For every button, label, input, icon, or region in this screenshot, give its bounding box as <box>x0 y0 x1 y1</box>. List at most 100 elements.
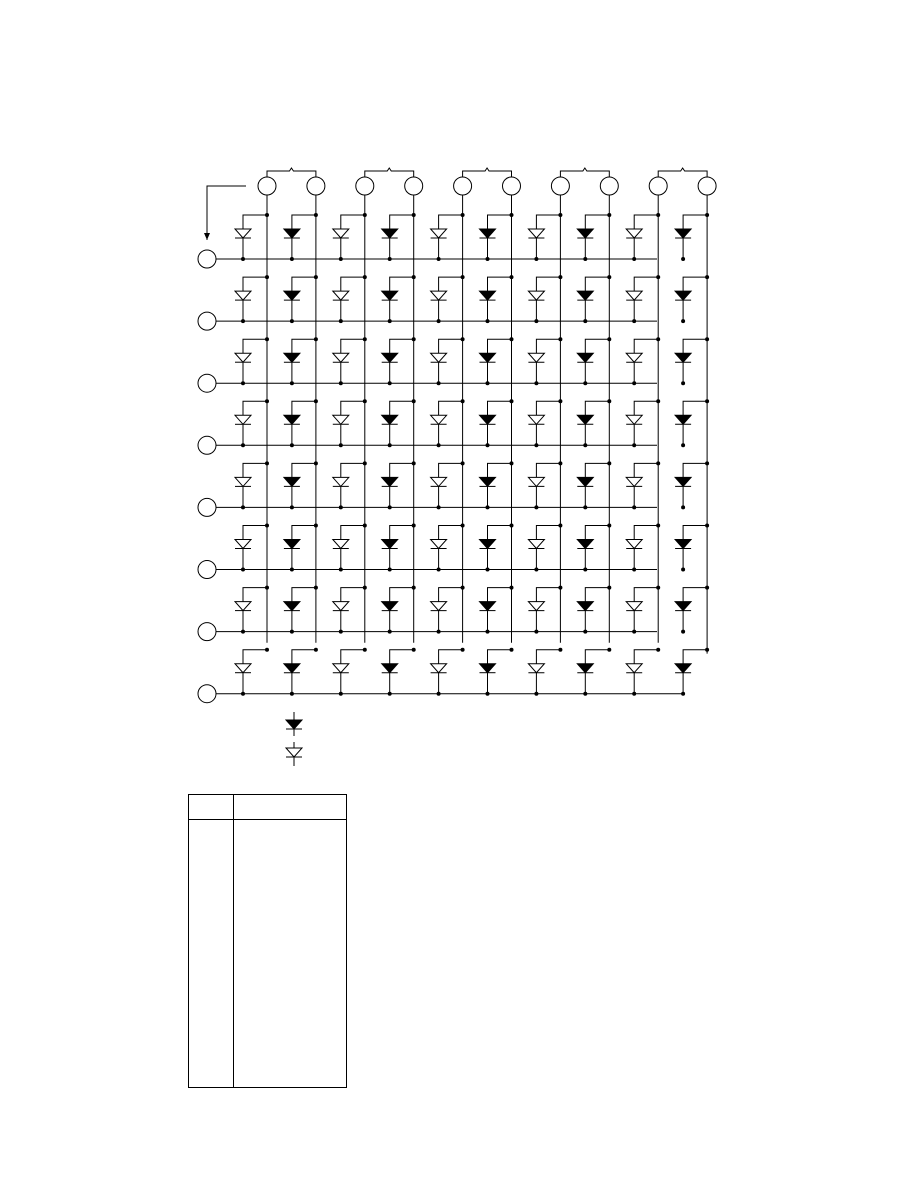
led-anode-wire <box>340 338 365 354</box>
led-outline-icon <box>331 414 350 426</box>
led-body <box>282 414 302 426</box>
junction-dot <box>583 567 588 572</box>
led-anode-wire <box>584 649 610 664</box>
led-filled-icon <box>673 290 693 301</box>
junction-dot <box>632 319 637 324</box>
led-body <box>625 414 644 426</box>
led-filled-icon <box>673 539 693 550</box>
led-outline-icon <box>625 539 644 550</box>
junction-dot <box>436 567 441 572</box>
junction-dot <box>607 337 612 342</box>
led-body <box>331 476 350 488</box>
led-body <box>380 228 399 239</box>
pin-table <box>188 794 347 1088</box>
led-filled-icon <box>380 352 399 363</box>
led-filled-icon <box>576 290 595 301</box>
led-body <box>625 539 644 550</box>
led-filled-icon <box>478 601 497 612</box>
junction-dot <box>558 647 563 652</box>
led-anode-wire <box>584 214 610 229</box>
junction-dot <box>534 505 539 510</box>
led-outline-icon <box>331 539 350 550</box>
junction-dot <box>534 629 539 634</box>
led-outline-icon <box>429 352 448 363</box>
junction-dot <box>509 523 514 528</box>
led-anode-wire <box>340 400 365 416</box>
junction-dot <box>436 319 441 324</box>
junction-dot <box>485 443 490 448</box>
junction-dot <box>289 629 294 634</box>
led-outline-icon <box>331 352 350 363</box>
junction-dot <box>681 567 686 572</box>
led-anode-wire <box>633 338 659 354</box>
led-anode-wire <box>535 587 561 602</box>
junction-dot <box>656 213 661 217</box>
led-body <box>233 290 253 301</box>
pair-brace <box>657 167 708 177</box>
led-outline-icon <box>331 476 350 488</box>
pin-table-divider <box>233 795 234 1087</box>
led-body <box>284 747 304 758</box>
led-body <box>380 601 399 612</box>
junction-dot <box>681 257 686 261</box>
led-body <box>673 352 693 363</box>
led-anode-wire <box>340 214 365 229</box>
led-outline-icon <box>233 601 253 612</box>
junction-dot <box>485 257 490 261</box>
led-filled-icon <box>380 601 399 612</box>
led-body <box>673 290 693 301</box>
led-outline-icon <box>527 290 546 301</box>
junction-dot <box>705 647 710 652</box>
led-anode-wire <box>535 649 561 664</box>
scan-arrow <box>204 185 246 240</box>
led-anode-wire <box>340 587 365 602</box>
led-body <box>233 476 253 488</box>
led-body <box>673 601 693 612</box>
led-filled-icon <box>576 228 595 239</box>
led-body <box>429 414 448 426</box>
led-outline-icon <box>233 290 253 301</box>
junction-dot <box>558 337 563 342</box>
led-body <box>331 352 350 363</box>
led-anode-wire <box>487 400 512 416</box>
led-anode-wire <box>584 338 610 354</box>
junction-dot <box>436 257 441 261</box>
led-outline-icon <box>331 228 350 239</box>
led-anode-wire <box>291 276 316 292</box>
led-body <box>233 228 253 239</box>
led-outline-icon <box>527 414 546 426</box>
junction-dot <box>583 505 588 510</box>
led-anode-wire <box>242 400 267 416</box>
junction-dot <box>705 275 710 280</box>
led-anode-wire <box>389 214 414 229</box>
led-body <box>282 476 302 488</box>
led-body <box>380 414 399 426</box>
junction-dot <box>362 399 367 404</box>
led-body <box>478 290 497 301</box>
junction-dot <box>485 629 490 634</box>
led-filled-icon <box>478 663 497 674</box>
led-body <box>625 663 644 674</box>
junction-dot <box>607 647 612 652</box>
junction-dot <box>607 461 612 466</box>
junction-dot <box>632 567 637 572</box>
led-body <box>625 476 644 488</box>
led-body <box>282 539 302 550</box>
led-body <box>429 352 448 363</box>
junction-dot <box>558 461 563 466</box>
led-filled-icon <box>478 414 497 426</box>
led-body <box>331 601 350 612</box>
junction-dot <box>583 381 588 386</box>
pair-brace <box>559 167 610 177</box>
led-body <box>282 663 302 674</box>
led-outline-icon <box>429 290 448 301</box>
junction-dot <box>485 691 490 696</box>
junction-dot <box>607 523 612 528</box>
junctions-layer <box>241 213 710 696</box>
junction-dot <box>632 381 637 386</box>
junction-dot <box>509 585 514 590</box>
led-anode-wire <box>487 338 512 354</box>
led-anode-wire <box>438 276 463 292</box>
junction-dot <box>289 319 294 324</box>
junction-dot <box>485 319 490 324</box>
